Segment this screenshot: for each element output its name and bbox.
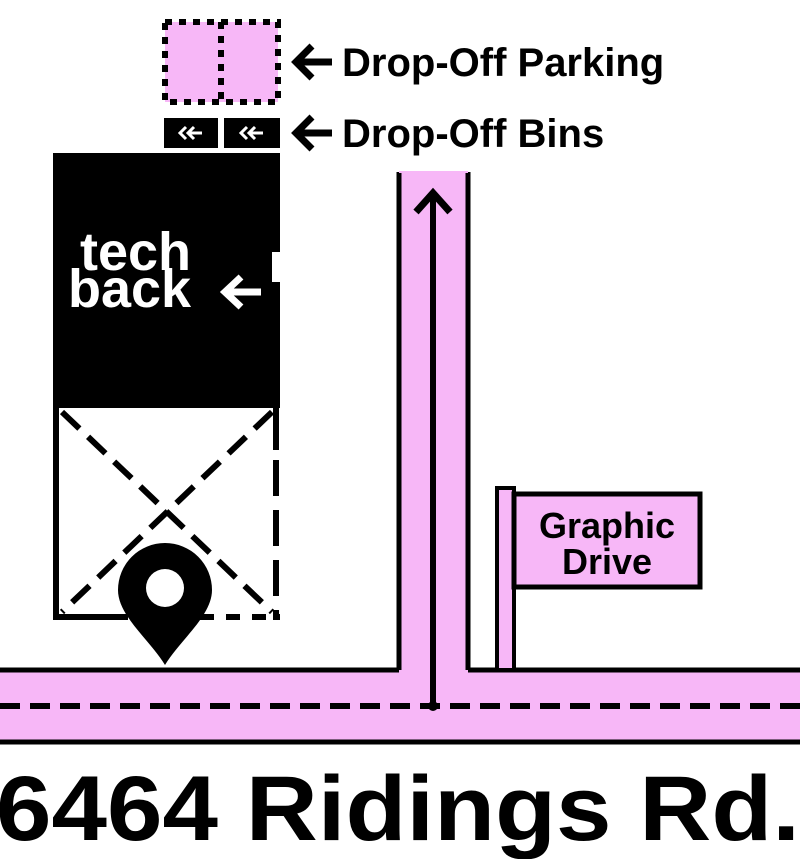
street-sign: Graphic Drive <box>495 486 703 672</box>
street-sign-line2: Drive <box>562 541 652 582</box>
graphic-drive-road <box>396 171 471 711</box>
drop-off-parking-legend: Drop-Off Parking <box>162 19 664 105</box>
main-road <box>0 667 800 745</box>
address-label: 6464 Ridings Rd. <box>0 758 800 859</box>
double-chevron-left-icon <box>177 125 202 141</box>
parking-space-left <box>165 22 220 102</box>
parking-space-right <box>220 22 278 102</box>
drop-off-bins-legend: Drop-Off Bins <box>164 112 604 156</box>
arrow-up-icon <box>413 187 453 711</box>
techback-building: tech back <box>53 153 282 405</box>
arrow-left-icon <box>291 114 332 152</box>
location-pin-icon <box>118 543 212 665</box>
logo-arrow-icon <box>219 274 261 310</box>
logo-back: back <box>68 259 192 319</box>
double-chevron-left-icon <box>238 125 263 141</box>
sign-post <box>495 486 516 672</box>
logo-tech: tech <box>80 222 191 282</box>
street-sign-line1: Graphic <box>539 505 675 546</box>
sign-board <box>511 491 703 590</box>
arrow-left-icon <box>291 43 332 81</box>
drop-off-parking-label: Drop-Off Parking <box>342 41 664 85</box>
drop-off-bins-label: Drop-Off Bins <box>342 112 604 156</box>
